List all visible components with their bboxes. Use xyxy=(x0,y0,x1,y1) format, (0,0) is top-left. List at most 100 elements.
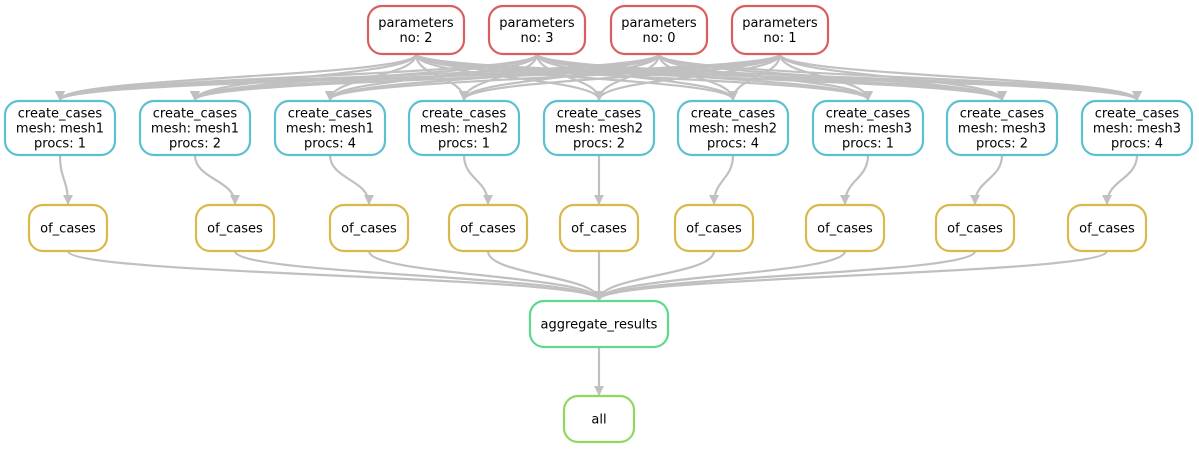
node-label-line: parameters xyxy=(378,16,454,31)
node-label-line: procs: 2 xyxy=(169,137,221,152)
node-label-line: procs: 2 xyxy=(573,137,625,152)
node-label-line: procs: 2 xyxy=(976,137,1028,152)
edge-c6-to-o6 xyxy=(709,154,735,205)
node-label-line: create_cases xyxy=(691,107,776,122)
node-label-line: no: 3 xyxy=(521,31,554,46)
edge-c3-to-o3 xyxy=(328,154,374,205)
node-box xyxy=(562,394,636,444)
edge-p1-to-c2 xyxy=(190,52,782,102)
node-label-line: of_cases xyxy=(460,222,516,237)
edge-p0-to-c8 xyxy=(657,53,1007,101)
node-box xyxy=(487,4,587,56)
node-label-line: all xyxy=(591,413,606,428)
node-label-line: create_cases xyxy=(1095,107,1180,122)
node-of-cases-o8[interactable]: of_cases xyxy=(934,203,1016,253)
edge-c4-to-o4 xyxy=(462,154,493,205)
node-box xyxy=(676,99,790,157)
node-box xyxy=(407,99,521,157)
node-label-line: parameters xyxy=(499,16,575,31)
node-box xyxy=(273,99,387,157)
node-of-cases-o6[interactable]: of_cases xyxy=(673,203,755,253)
node-label-line: parameters xyxy=(621,16,697,31)
node-label-line: mesh: mesh3 xyxy=(1093,122,1181,137)
node-box xyxy=(3,99,117,157)
node-label-line: create_cases xyxy=(422,107,507,122)
node-box xyxy=(27,203,109,253)
node-box xyxy=(366,4,466,56)
edge-p2-to-c1 xyxy=(55,53,418,101)
node-label-line: mesh: mesh1 xyxy=(286,122,374,137)
edge-p1-to-c7 xyxy=(778,53,873,101)
node-label-line: no: 1 xyxy=(764,31,797,46)
node-label-line: of_cases xyxy=(947,222,1003,237)
node-label-line: create_cases xyxy=(557,107,642,122)
node-label-line: aggregate_results xyxy=(541,318,658,333)
node-label-line: procs: 1 xyxy=(842,137,894,152)
node-label-line: create_cases xyxy=(826,107,911,122)
node-box xyxy=(673,203,755,253)
node-of-cases-o9[interactable]: of_cases xyxy=(1066,203,1148,253)
node-label-line: no: 2 xyxy=(400,31,433,46)
node-box xyxy=(447,203,529,253)
node-box xyxy=(804,203,886,253)
node-label-line: mesh: mesh3 xyxy=(824,122,912,137)
edge-o1-to-agg xyxy=(66,249,604,302)
edge-p1-to-c6 xyxy=(728,53,782,101)
node-box xyxy=(194,203,276,253)
node-label-line: of_cases xyxy=(571,222,627,237)
edge-o9-to-agg xyxy=(594,249,1109,302)
node-box xyxy=(945,99,1059,157)
node-label-line: of_cases xyxy=(40,222,96,237)
node-label-line: procs: 1 xyxy=(438,137,490,152)
node-box xyxy=(811,99,925,157)
edge-o7-to-agg xyxy=(594,250,847,301)
node-of-cases-o7[interactable]: of_cases xyxy=(804,203,886,253)
edge-p1-to-c3 xyxy=(325,52,782,102)
node-label-line: create_cases xyxy=(153,107,238,122)
node-aggregate-results-agg[interactable]: aggregate_results xyxy=(528,299,670,349)
node-of-cases-o4[interactable]: of_cases xyxy=(447,203,529,253)
node-of-cases-o2[interactable]: of_cases xyxy=(194,203,276,253)
node-label-line: parameters xyxy=(742,16,818,31)
edge-c9-to-o9 xyxy=(1102,154,1139,205)
node-of-cases-o1[interactable]: of_cases xyxy=(27,203,109,253)
node-label-line: of_cases xyxy=(207,222,263,237)
node-box xyxy=(1066,203,1148,253)
edge-p3-to-c7 xyxy=(535,53,873,101)
node-label-line: procs: 4 xyxy=(707,137,759,152)
node-label-line: mesh: mesh2 xyxy=(689,122,777,137)
node-box xyxy=(138,99,252,157)
node-label-line: of_cases xyxy=(686,222,742,237)
edge-o8-to-agg xyxy=(594,250,977,301)
edge-p1-to-c4 xyxy=(459,53,782,101)
node-label-line: mesh: mesh1 xyxy=(151,122,239,137)
node-of-cases-o3[interactable]: of_cases xyxy=(328,203,410,253)
edge-c2-to-o2 xyxy=(193,154,240,205)
node-label-line: mesh: mesh2 xyxy=(555,122,643,137)
node-label-line: mesh: mesh1 xyxy=(16,122,104,137)
node-all-all[interactable]: all xyxy=(562,394,636,444)
node-label-line: create_cases xyxy=(288,107,373,122)
node-label-line: procs: 4 xyxy=(1111,137,1163,152)
node-label-line: procs: 4 xyxy=(304,137,356,152)
edge-c8-to-o8 xyxy=(970,154,1004,205)
node-label-line: no: 0 xyxy=(643,31,676,46)
node-of-cases-o5[interactable]: of_cases xyxy=(558,203,640,253)
edge-layer xyxy=(55,52,1142,396)
node-label-line: of_cases xyxy=(341,222,397,237)
